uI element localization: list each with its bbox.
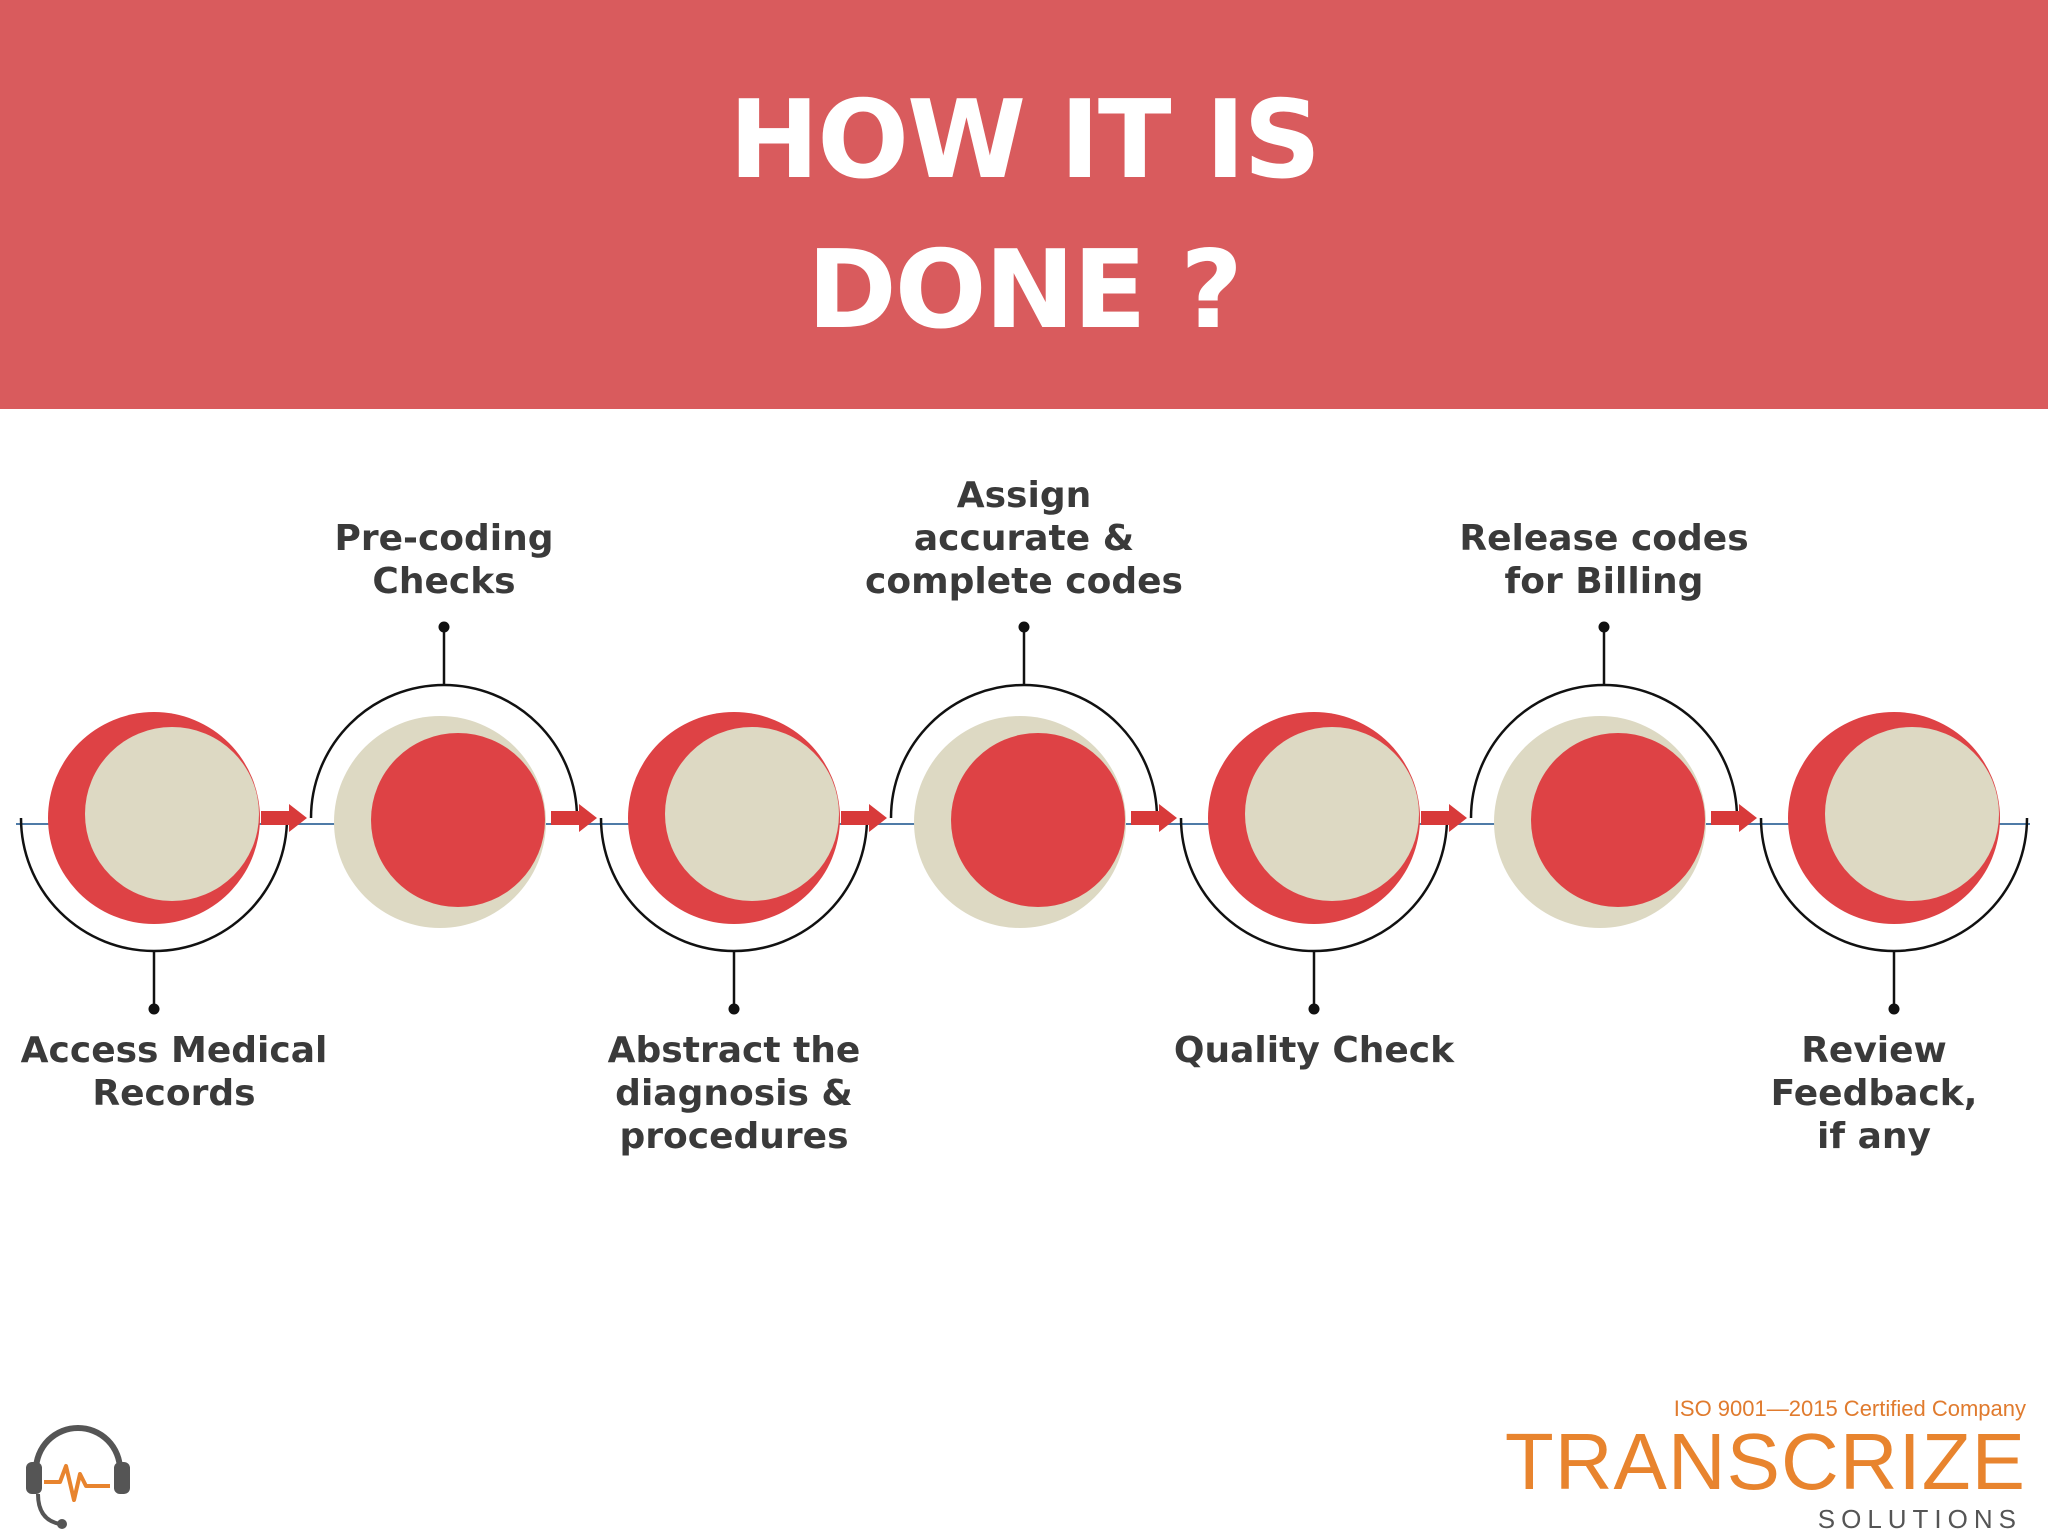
step-label-line: Assign bbox=[956, 475, 1092, 516]
inner-circle bbox=[951, 733, 1125, 907]
step-label-line: diagnosis & bbox=[615, 1073, 853, 1114]
step-label-line: complete codes bbox=[865, 561, 1183, 602]
inner-circle bbox=[1245, 727, 1419, 901]
step-label-line: procedures bbox=[619, 1116, 849, 1157]
step-label-line: Quality Check bbox=[1173, 1030, 1455, 1071]
flow-arrow-4 bbox=[1131, 804, 1177, 832]
step-node-7 bbox=[1759, 712, 2029, 1015]
inner-circle bbox=[1531, 733, 1705, 907]
brand-name: TRANSCRIZE bbox=[1504, 1417, 2026, 1506]
step-label-line: Review bbox=[1801, 1030, 1947, 1071]
leader-dot bbox=[1598, 621, 1610, 633]
step-label-line: Abstract the bbox=[607, 1030, 861, 1071]
inner-circle bbox=[1825, 727, 1999, 901]
step-node-4 bbox=[889, 621, 1159, 928]
title-line-2: DONE ? bbox=[807, 228, 1243, 353]
title-line-1: HOW IT IS bbox=[728, 78, 1321, 203]
flow-arrow-5 bbox=[1421, 804, 1467, 832]
flow-arrow-2 bbox=[551, 804, 597, 832]
step-node-6 bbox=[1469, 621, 1739, 928]
flow-arrow-3 bbox=[841, 804, 887, 832]
leader-dot bbox=[438, 621, 450, 633]
step-node-5 bbox=[1179, 712, 1449, 1015]
step-node-2 bbox=[309, 621, 579, 928]
step-label-line: for Billing bbox=[1504, 561, 1704, 602]
flow-arrows bbox=[261, 804, 1757, 832]
brand-logo: ISO 9001—2015 Certified Company TRANSCRI… bbox=[1504, 1396, 2026, 1534]
certification-text: ISO 9001—2015 Certified Company bbox=[1673, 1396, 2026, 1421]
inner-circle bbox=[665, 727, 839, 901]
step-label-5: Quality Check bbox=[1144, 1029, 1484, 1072]
step-label-line: Records bbox=[92, 1073, 256, 1114]
inner-circle bbox=[371, 733, 545, 907]
brand-tagline: SOLUTIONS bbox=[1817, 1504, 2022, 1534]
flow-arrow-6 bbox=[1711, 804, 1757, 832]
step-label-line: if any bbox=[1817, 1116, 1931, 1157]
flow-arrow-1 bbox=[261, 804, 307, 832]
step-label-line: Feedback, bbox=[1770, 1073, 1978, 1114]
step-node-3 bbox=[599, 712, 869, 1015]
step-label-line: Access Medical bbox=[20, 1030, 328, 1071]
leader-dot bbox=[148, 1003, 160, 1015]
step-label-line: accurate & bbox=[913, 518, 1135, 559]
leader-dot bbox=[728, 1003, 740, 1015]
step-node-1 bbox=[19, 712, 289, 1015]
headset-heartbeat-icon bbox=[18, 1400, 138, 1530]
step-label-line: Checks bbox=[372, 561, 516, 602]
title-banner: HOW IT IS DONE ? bbox=[0, 0, 2048, 409]
leader-dot bbox=[1308, 1003, 1320, 1015]
inner-circle bbox=[85, 727, 259, 901]
step-label-line: Pre-coding bbox=[334, 518, 554, 559]
leader-dot bbox=[1888, 1003, 1900, 1015]
step-label-line: Release codes bbox=[1459, 518, 1749, 559]
leader-dot bbox=[1018, 621, 1030, 633]
page-title: HOW IT IS DONE ? bbox=[0, 66, 2048, 366]
step-circles bbox=[19, 621, 2029, 1015]
